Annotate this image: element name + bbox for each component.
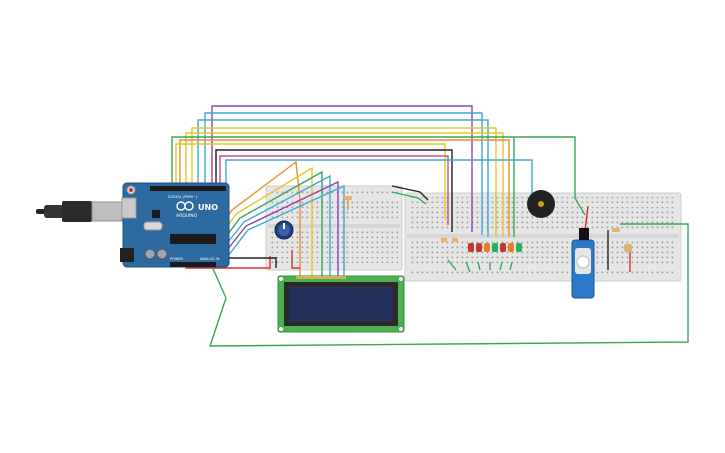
led xyxy=(492,243,498,252)
led-row xyxy=(468,243,522,252)
led xyxy=(500,243,506,252)
power-pins-label: POWER xyxy=(170,257,184,261)
power-header xyxy=(170,262,216,267)
potentiometer[interactable] xyxy=(274,220,294,240)
arduino-uno-board[interactable]: ARDUINO UNO DIGITAL (PWM~) POWER ANALOG … xyxy=(120,182,230,268)
lcd-screen xyxy=(289,287,393,321)
piezo-buzzer[interactable] xyxy=(527,190,555,218)
board-model-label: UNO xyxy=(198,203,218,212)
led xyxy=(508,243,514,252)
lcd-display[interactable] xyxy=(277,275,405,333)
board-brand-label: ARDUINO xyxy=(176,213,198,219)
led xyxy=(468,243,474,252)
usb-cable xyxy=(36,201,123,222)
resistor-pair xyxy=(441,228,620,242)
digital-header xyxy=(150,186,226,191)
servo-motor[interactable] xyxy=(571,228,595,299)
resistor xyxy=(344,196,352,200)
photoresistor xyxy=(624,244,632,252)
microcontroller-chip xyxy=(170,234,216,244)
analog-pins-label: ANALOG IN xyxy=(200,257,220,261)
wire-bundle-top xyxy=(171,105,586,237)
breadboard-large[interactable] xyxy=(404,192,682,282)
led xyxy=(516,243,522,252)
led xyxy=(484,243,490,252)
led xyxy=(476,243,482,252)
digital-pins-label: DIGITAL (PWM~) xyxy=(168,195,198,199)
